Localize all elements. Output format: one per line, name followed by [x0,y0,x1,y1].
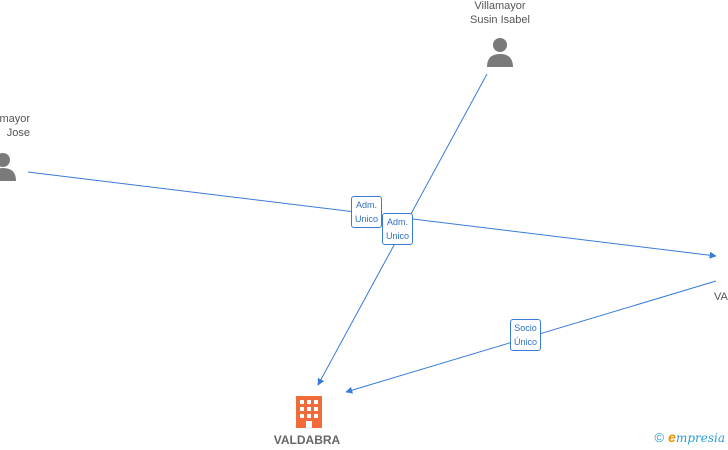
edge-label-line2: Único [514,337,538,347]
edge-label-line1: Adm. [387,217,409,227]
company-main-label[interactable]: VALDABRA [273,433,341,447]
person-left-line2: Jose [6,127,30,139]
person-left-line1: mayor [0,113,30,125]
building-icon[interactable] [296,396,322,428]
edge-label-line2: Unico [355,214,379,224]
edge-label-adm-1[interactable]: Adm. Unico [351,196,383,228]
person-icon[interactable] [0,153,16,181]
edge-label-line1: Adm. [356,200,378,210]
person-top-line2: Susin Isabel [470,14,530,26]
brand-watermark[interactable]: ©empresia [655,429,725,445]
edge-label-line1: Socio [514,323,537,333]
person-left-label[interactable]: mayor Jose [0,112,30,140]
brand-logo-e: e [668,429,676,445]
edge-label-socio[interactable]: Socio Único [510,319,542,351]
person-top-label[interactable]: Villamayor Susin Isabel [455,0,545,27]
edge-label-line2: Unico [386,231,410,241]
person-icon[interactable] [487,38,513,67]
brand-logo-text: mpresia [675,431,725,445]
company-right-label[interactable]: VA [714,291,728,303]
person-top-line1: Villamayor [474,0,526,12]
edge-label-adm-2[interactable]: Adm. Unico [382,213,414,245]
copyright-icon: © [654,430,665,445]
